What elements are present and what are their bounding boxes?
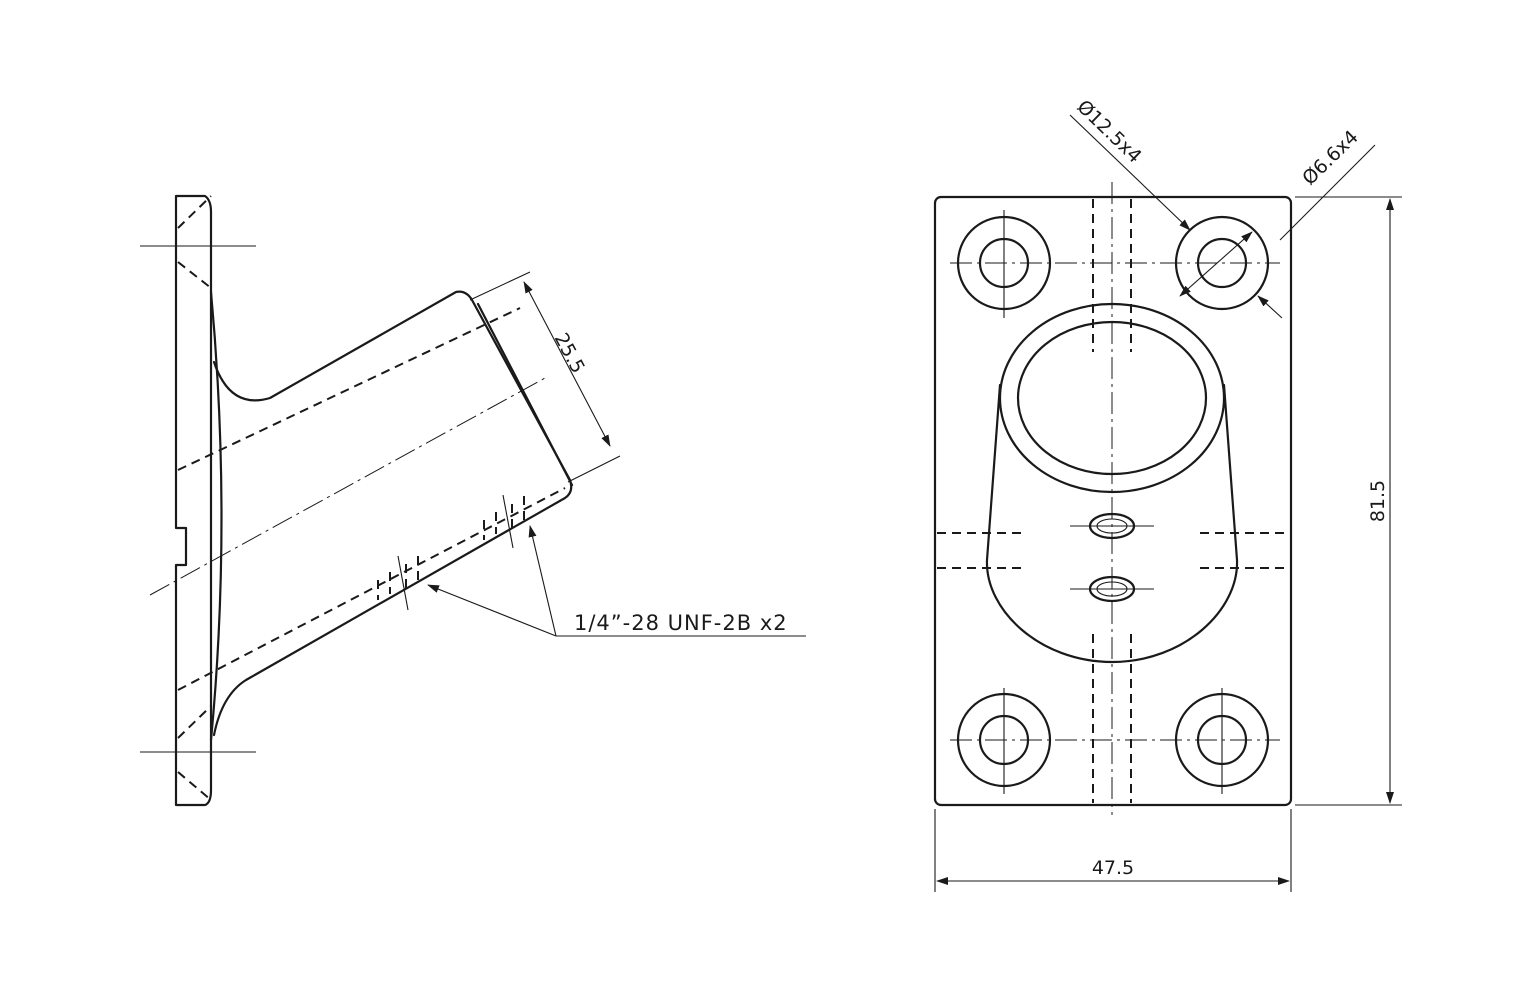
thread-leader-1 bbox=[427, 584, 557, 637]
tube-outline bbox=[212, 290, 573, 737]
thread-leader-2 bbox=[528, 525, 557, 637]
hole-diameter-ext bbox=[1257, 295, 1283, 319]
tube-end-face bbox=[476, 302, 574, 487]
plate-outline bbox=[933, 195, 1293, 807]
dim-line-tube bbox=[523, 281, 611, 447]
ext-line-1 bbox=[469, 271, 531, 301]
thread-slot-lower bbox=[1070, 575, 1154, 603]
thread-axis-1 bbox=[397, 555, 409, 611]
counterbore-leader bbox=[1069, 114, 1191, 231]
thread-axis-2 bbox=[502, 494, 514, 549]
counterbore-callout: Ø12.5x4 bbox=[1073, 96, 1146, 168]
hole-diameter-line bbox=[1179, 231, 1253, 297]
tube-axis bbox=[149, 377, 546, 596]
plate-hole-hidden-3 bbox=[177, 705, 212, 739]
ext-line-2 bbox=[567, 455, 621, 483]
front-view: Ø12.5x4 Ø6.6x4 81.5 47.5 bbox=[933, 96, 1402, 892]
dim-tube-diameter: 25.5 bbox=[550, 329, 589, 377]
dim-width: 47.5 bbox=[1092, 857, 1134, 879]
flange-curve bbox=[209, 290, 223, 742]
hole-leader bbox=[1279, 144, 1376, 241]
mounting-plate bbox=[174, 194, 213, 807]
boss-outline bbox=[985, 383, 1239, 664]
thread-callout: 1/4”-28 UNF-2B x2 bbox=[574, 611, 788, 635]
plate-hole-hidden-2 bbox=[177, 261, 212, 289]
plate-hole-hidden-1 bbox=[177, 195, 212, 229]
plate-hole-hidden-4 bbox=[177, 771, 212, 801]
thread-slot-upper bbox=[1070, 512, 1154, 540]
bore-hidden-top bbox=[177, 307, 521, 471]
side-view: 25.5 1/4”-28 UNF-2B x2 bbox=[140, 194, 806, 807]
dim-height: 81.5 bbox=[1367, 480, 1389, 522]
bore-hidden-bottom bbox=[177, 487, 566, 691]
hole-callout: Ø6.6x4 bbox=[1298, 126, 1363, 189]
